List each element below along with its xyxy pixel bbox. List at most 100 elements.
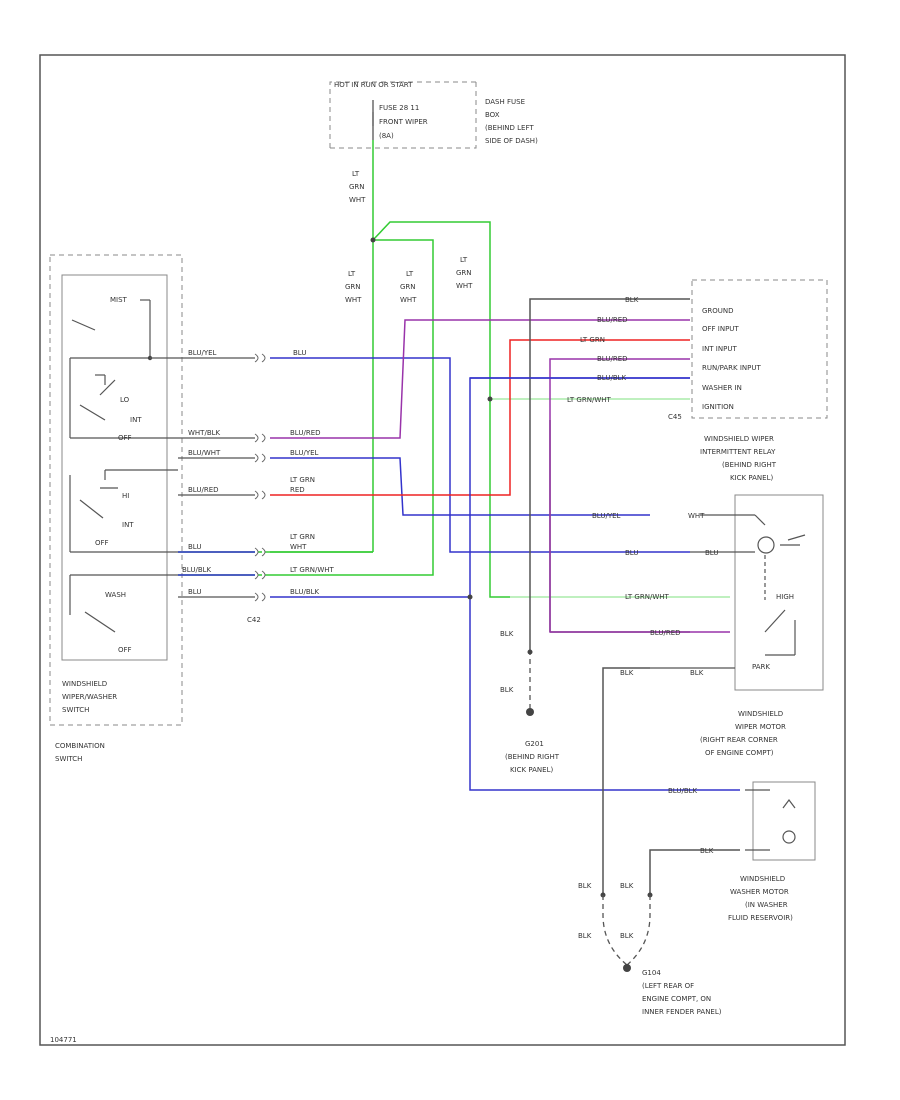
c42-label: C42 xyxy=(247,616,261,624)
wire-blu-1: BLU xyxy=(293,349,306,357)
relay-wire-blu-blk: BLU/BLK xyxy=(597,374,627,382)
wire-wht-2: WHT xyxy=(290,543,307,551)
off-label-3: OFF xyxy=(118,646,132,654)
wire-blu-blk-2: BLU/BLK xyxy=(290,588,320,596)
motor-wire-blu-red: BLU/RED xyxy=(650,629,681,637)
relay-pin-int-input: INT INPUT xyxy=(702,345,737,353)
g104-wire-blk-4: BLK xyxy=(620,932,634,940)
wire-label-grn-1: GRN xyxy=(349,183,365,191)
relay-label-2: INTERMITTENT RELAY xyxy=(700,448,776,456)
washer-wire-blk: BLK xyxy=(700,847,714,855)
g201-wire-blk-1: BLK xyxy=(500,630,514,638)
g104-label-3: ENGINE COMPT, ON xyxy=(642,995,711,1003)
wire-label-wht-2: WHT xyxy=(345,296,362,304)
relay-wire-lt-grn-red: LT GRN xyxy=(580,336,605,344)
high-label: HIGH xyxy=(776,593,794,601)
combo-switch-label-3: SWITCH xyxy=(62,706,89,714)
wire-wht-blk: WHT/BLK xyxy=(188,429,221,437)
wire-blu-yel-2: BLU/YEL xyxy=(290,449,319,457)
wire-label-wht-4: WHT xyxy=(456,282,473,290)
washer-label-3: (IN WASHER xyxy=(745,901,788,909)
wire-label-grn-2: GRN xyxy=(345,283,361,291)
ground-g104 xyxy=(600,892,653,972)
relay-pin-off-input: OFF INPUT xyxy=(702,325,739,333)
wire-label-ltgrn-2: LT xyxy=(348,270,356,278)
wire-blu-red-1: BLU/RED xyxy=(188,486,219,494)
combination-switch xyxy=(49,254,183,726)
motor-wire-blk-1: BLK xyxy=(620,669,634,677)
g104-label-1: G104 xyxy=(642,969,661,977)
motor-label-3: (RIGHT REAR CORNER xyxy=(700,736,778,744)
wire-blu-blk-1: BLU/BLK xyxy=(182,566,212,574)
c45-label: C45 xyxy=(668,413,682,421)
wire-blu-wht: BLU/WHT xyxy=(188,449,221,457)
park-label: PARK xyxy=(752,663,770,671)
g104-wire-blk-1: BLK xyxy=(578,882,592,890)
g201-label-3: KICK PANEL) xyxy=(510,766,553,774)
relay-pin-ignition: IGNITION xyxy=(702,403,734,411)
g104-label-4: INNER FENDER PANEL) xyxy=(642,1008,722,1016)
wire-label-grn-4: GRN xyxy=(456,269,472,277)
relay-pin-ground: GROUND xyxy=(702,307,734,315)
fuse-label-3: (8A) xyxy=(379,132,394,140)
motor-label-2: WIPER MOTOR xyxy=(735,723,786,731)
g104-wire-blk-2: BLK xyxy=(620,882,634,890)
intermittent-relay xyxy=(470,279,828,650)
motor-wire-blk-2: BLK xyxy=(690,669,704,677)
lo-label: LO xyxy=(120,396,130,404)
relay-wire-lt-grn-wht: LT GRN/WHT xyxy=(567,396,612,404)
hot-header-text: HOT IN RUN OR START xyxy=(334,81,413,89)
relay-label-4: KICK PANEL) xyxy=(730,474,773,482)
relay-label-1: WINDSHIELD WIPER xyxy=(704,435,774,443)
g201-label-1: G201 xyxy=(525,740,544,748)
combo-switch-label-2: WIPER/WASHER xyxy=(62,693,117,701)
relay-wire-blu-grn: BLU/RED xyxy=(597,316,628,324)
connector-c42 xyxy=(254,353,266,602)
combination-label-2: SWITCH xyxy=(55,755,82,763)
wire-lt-grn-1: LT GRN xyxy=(290,476,315,484)
wash-label: WASH xyxy=(105,591,126,599)
int-label-1: INT xyxy=(130,416,142,424)
relay-wire-blk: BLK xyxy=(625,296,639,304)
washer-label-1: WINDSHIELD xyxy=(740,875,785,883)
relay-wire-blu-red: BLU/RED xyxy=(597,355,628,363)
dash-fuse-label-1: DASH FUSE xyxy=(485,98,525,106)
wire-blu-grn-1: BLU/RED xyxy=(290,429,321,437)
switch-output-wires xyxy=(150,319,740,791)
motor-wire-blu-2: BLU xyxy=(705,549,718,557)
mist-label: MIST xyxy=(110,296,128,304)
wire-label-grn-3: GRN xyxy=(400,283,416,291)
dash-fuse-box: HOT IN RUN OR START FUSE 28 11 FRONT WIP… xyxy=(329,81,538,149)
combination-label-1: COMBINATION xyxy=(55,742,105,750)
wiper-motor xyxy=(650,494,824,691)
motor-wire-wht: WHT xyxy=(688,512,705,520)
g201-label-2: (BEHIND RIGHT xyxy=(505,753,560,761)
fuse-label-1: FUSE 28 11 xyxy=(379,104,419,112)
motor-label-1: WINDSHIELD xyxy=(738,710,783,718)
motor-wire-blu-yel: BLU/YEL xyxy=(592,512,621,520)
wire-blu-3: BLU xyxy=(188,588,201,596)
fuse-label-2: FRONT WIPER xyxy=(379,118,428,126)
off-label-1: OFF xyxy=(118,434,132,442)
footer-code: 104771 xyxy=(50,1036,77,1044)
relay-pin-washer-in: WASHER IN xyxy=(702,384,742,392)
wire-blu-2: BLU xyxy=(188,543,201,551)
g201-wire-blk-2: BLK xyxy=(500,686,514,694)
washer-motor xyxy=(602,667,816,895)
washer-wire-blu-blk: BLU/BLK xyxy=(668,787,698,795)
motor-wire-lt-grn-wht: LT GRN/WHT xyxy=(625,593,670,601)
relay-label-3: (BEHIND RIGHT xyxy=(722,461,777,469)
motor-label-4: OF ENGINE COMPT) xyxy=(705,749,774,757)
int-label-2: INT xyxy=(122,521,134,529)
motor-wire-blu-1: BLU xyxy=(625,549,638,557)
wire-lt-grn-wht-1: LT GRN/WHT xyxy=(290,566,335,574)
combo-switch-label-1: WINDSHIELD xyxy=(62,680,107,688)
ground-g201 xyxy=(526,649,534,716)
g104-label-2: (LEFT REAR OF xyxy=(642,982,694,990)
washer-label-4: FLUID RESERVOIR) xyxy=(728,914,793,922)
wire-blu-yel-1: BLU/YEL xyxy=(188,349,217,357)
wire-label-ltgrn-1: LT xyxy=(352,170,360,178)
hi-label: HI xyxy=(122,492,129,500)
g104-wire-blk-3: BLK xyxy=(578,932,592,940)
